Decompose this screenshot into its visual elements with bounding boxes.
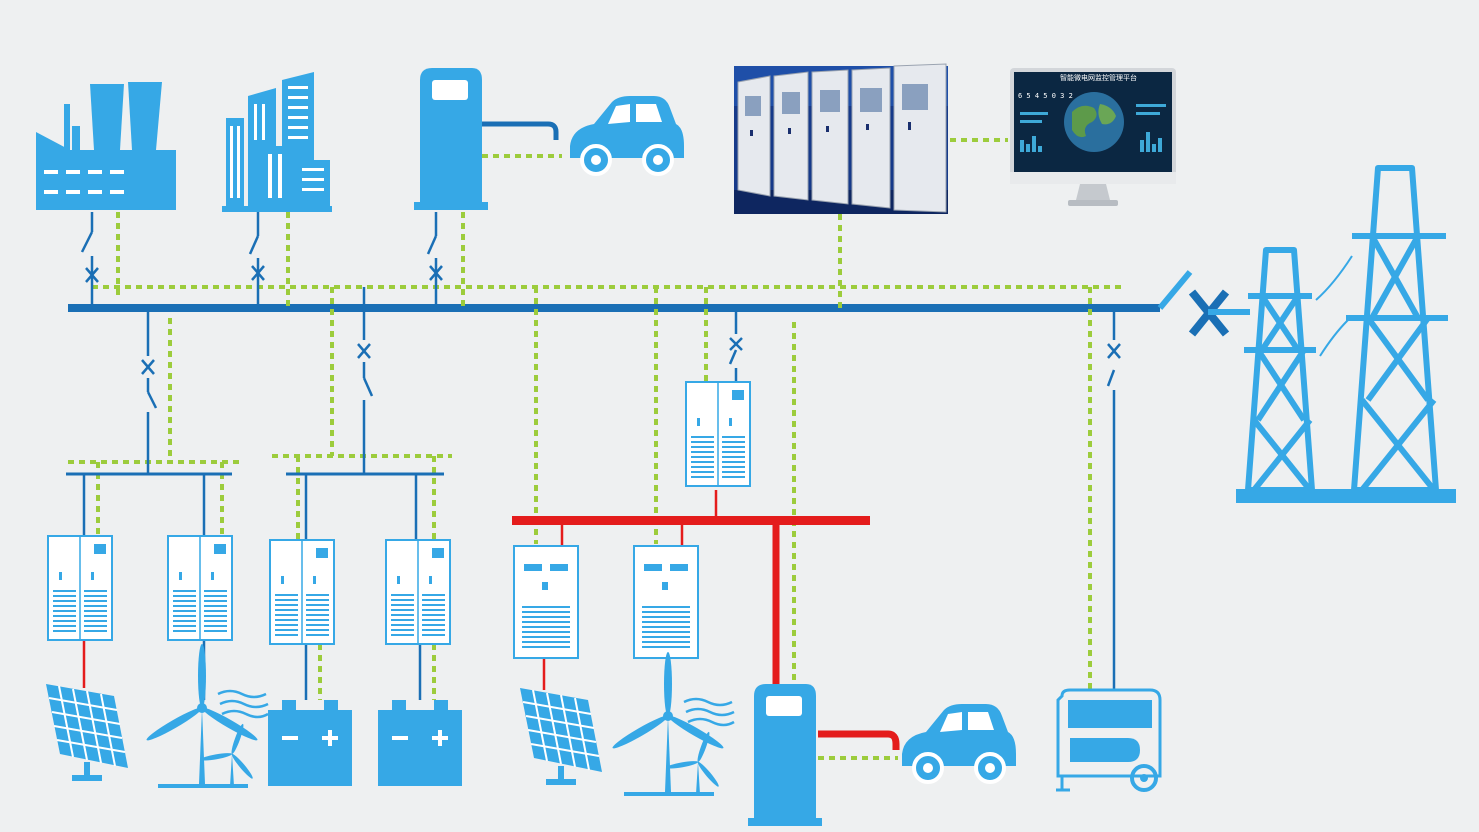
- wind-turbine-icon: [609, 650, 736, 798]
- converter-dc-wind: [633, 545, 699, 659]
- electric-car-icon: [900, 702, 1018, 784]
- factory-icon: [36, 82, 176, 210]
- generator-icon: [1056, 688, 1162, 792]
- monitor-header-text: 智能微电网监控管理平台: [1060, 73, 1137, 82]
- solar-panel-icon: [45, 683, 129, 782]
- grid-breaker-icon: [1188, 289, 1250, 337]
- converter-pv: [47, 535, 113, 641]
- wind-turbine-icon: [143, 642, 270, 790]
- communication-network: [68, 138, 1122, 760]
- buildings-icon: [222, 72, 332, 212]
- converter-wind: [167, 535, 233, 641]
- control-cabinets-photo: [734, 63, 948, 214]
- solar-panel-icon: [519, 687, 603, 786]
- charging-station-icon: [748, 684, 822, 826]
- feeder-charger: [426, 212, 443, 304]
- electric-car-icon: [568, 94, 686, 176]
- transmission-tower-icon: [1236, 165, 1456, 503]
- feeder-branch-a: [66, 312, 232, 536]
- feeder-branch-b: [286, 287, 444, 540]
- feeder-dc-link: [728, 312, 743, 382]
- monitoring-computer-icon: 智能微电网监控管理平台 6 5 4 5 0 3 2: [1010, 68, 1176, 206]
- monitor-readout: 6 5 4 5 0 3 2: [1018, 92, 1073, 100]
- ac-main-bus: [68, 270, 1193, 312]
- dc-bus: [82, 490, 900, 750]
- converter-battery-2: [385, 539, 451, 645]
- feeder-buildings: [248, 212, 265, 304]
- charging-station-icon: [414, 68, 559, 210]
- feeder-generator: [1106, 312, 1121, 690]
- feeder-factory: [80, 212, 99, 304]
- battery-icon: [378, 700, 462, 786]
- converter-battery-1: [269, 539, 335, 645]
- converter-dc-link: [685, 381, 751, 487]
- battery-icon: [268, 700, 352, 786]
- converter-dc-pv: [513, 545, 579, 659]
